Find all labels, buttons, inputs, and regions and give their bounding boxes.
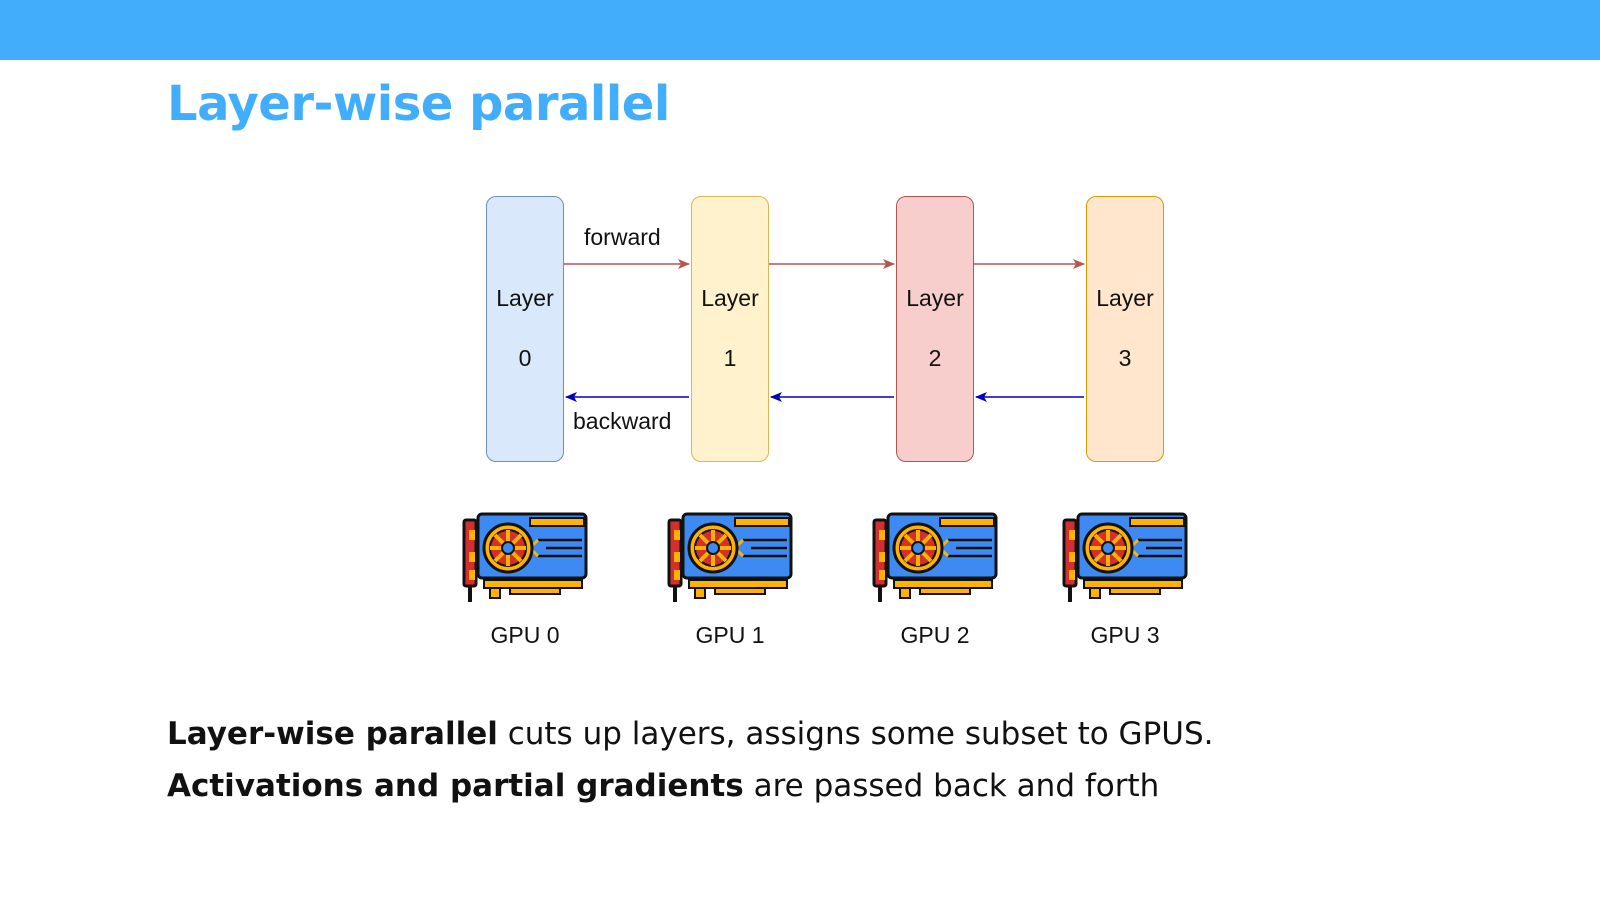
caption-bold: Layer-wise parallel [167, 716, 498, 752]
caption-line-1: Layer-wise parallel cuts up layers, assi… [167, 716, 1213, 752]
layer-box-3: Layer 3 [1086, 196, 1164, 462]
layer-box-2: Layer 2 [896, 196, 974, 462]
gpu-label-2: GPU 2 [900, 622, 970, 648]
gpu-label-3: GPU 3 [1090, 622, 1160, 648]
gpu-label-1: GPU 1 [695, 622, 765, 648]
layer-label: Layer [906, 285, 964, 311]
caption-bold: Activations and partial gradients [167, 768, 744, 804]
layer-index: 3 [1118, 345, 1132, 371]
layer-label: Layer [1096, 285, 1154, 311]
layer-index: 1 [723, 345, 737, 371]
header-bar [0, 0, 1600, 60]
caption-line-2: Activations and partial gradients are pa… [167, 768, 1159, 804]
gpu-icon [460, 510, 590, 608]
gpu-label-0: GPU 0 [490, 622, 560, 648]
layer-index: 2 [928, 345, 942, 371]
gpu-icon [870, 510, 1000, 608]
layer-box-0: Layer 0 [486, 196, 564, 462]
layer-label: Layer [701, 285, 759, 311]
gpu-icon [665, 510, 795, 608]
layer-index: 0 [518, 345, 532, 371]
gpu-icon [1060, 510, 1190, 608]
layer-label: Layer [496, 285, 554, 311]
caption-text: are passed back and forth [743, 768, 1160, 804]
forward-label: forward [584, 224, 661, 250]
backward-label: backward [573, 408, 672, 434]
caption-text: cuts up layers, assigns some subset to G… [497, 716, 1214, 752]
layer-box-1: Layer 1 [691, 196, 769, 462]
slide-title: Layer-wise parallel [167, 76, 670, 132]
